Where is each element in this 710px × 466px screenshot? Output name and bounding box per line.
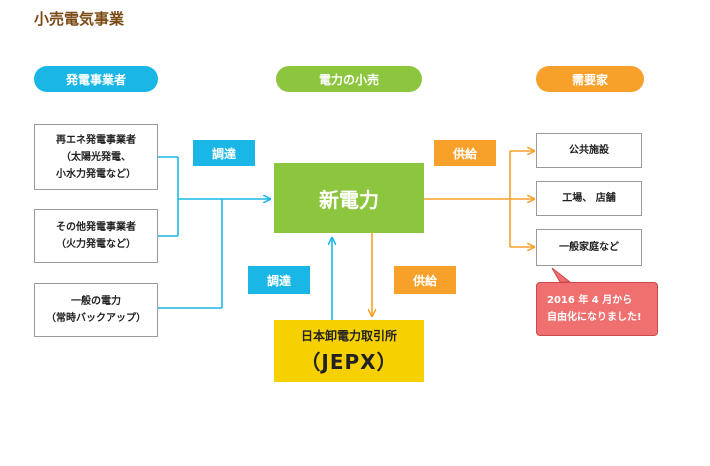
consumer-public: 公共施設 [536, 133, 642, 168]
jepx-abbrev: （JEPX） [300, 350, 398, 374]
consumer-factory-store: 工場、 店舗 [536, 181, 642, 216]
jepx-name: 日本卸電力取引所 [300, 329, 397, 343]
procure-label-left: 調達 [193, 140, 255, 166]
header-consumers: 需要家 [536, 66, 644, 92]
supply-label-right: 供給 [434, 140, 496, 166]
generator-general-line2: （常時バックアップ） [46, 313, 146, 324]
callout-pointer [551, 267, 572, 283]
generator-general: 一般の電力 （常時バックアップ） [34, 283, 158, 337]
generator-renewable-line1: 再エネ発電事業者 [56, 134, 136, 146]
jepx-exchange: 日本卸電力取引所 （JEPX） [274, 320, 424, 382]
header-generators: 発電事業者 [34, 66, 158, 92]
callout-line2: 自由化になりました! [547, 312, 642, 323]
generator-other: その他発電事業者 （火力発電など） [34, 209, 158, 263]
supply-label-bottom: 供給 [394, 266, 456, 294]
generator-renewable: 再エネ発電事業者 （太陽光発電、 小水力発電など） [34, 124, 158, 190]
new-power-company: 新電力 [274, 163, 424, 233]
callout-line1: 2016 年 4 月から [547, 295, 633, 306]
consumer-household: 一般家庭など [536, 229, 642, 266]
generator-other-line2: （火力発電など） [56, 239, 136, 250]
liberalization-callout: 2016 年 4 月から 自由化になりました! [536, 282, 658, 336]
generator-renewable-line2: （太陽光発電、 [61, 151, 131, 163]
generator-general-line1: 一般の電力 [71, 296, 121, 307]
procure-label-bottom: 調達 [248, 266, 310, 294]
generator-renewable-line3: 小水力発電など） [56, 168, 136, 180]
header-retail: 電力の小売 [276, 66, 422, 92]
generator-other-line1: その他発電事業者 [56, 222, 136, 233]
page-title: 小売電気事業 [34, 10, 125, 28]
